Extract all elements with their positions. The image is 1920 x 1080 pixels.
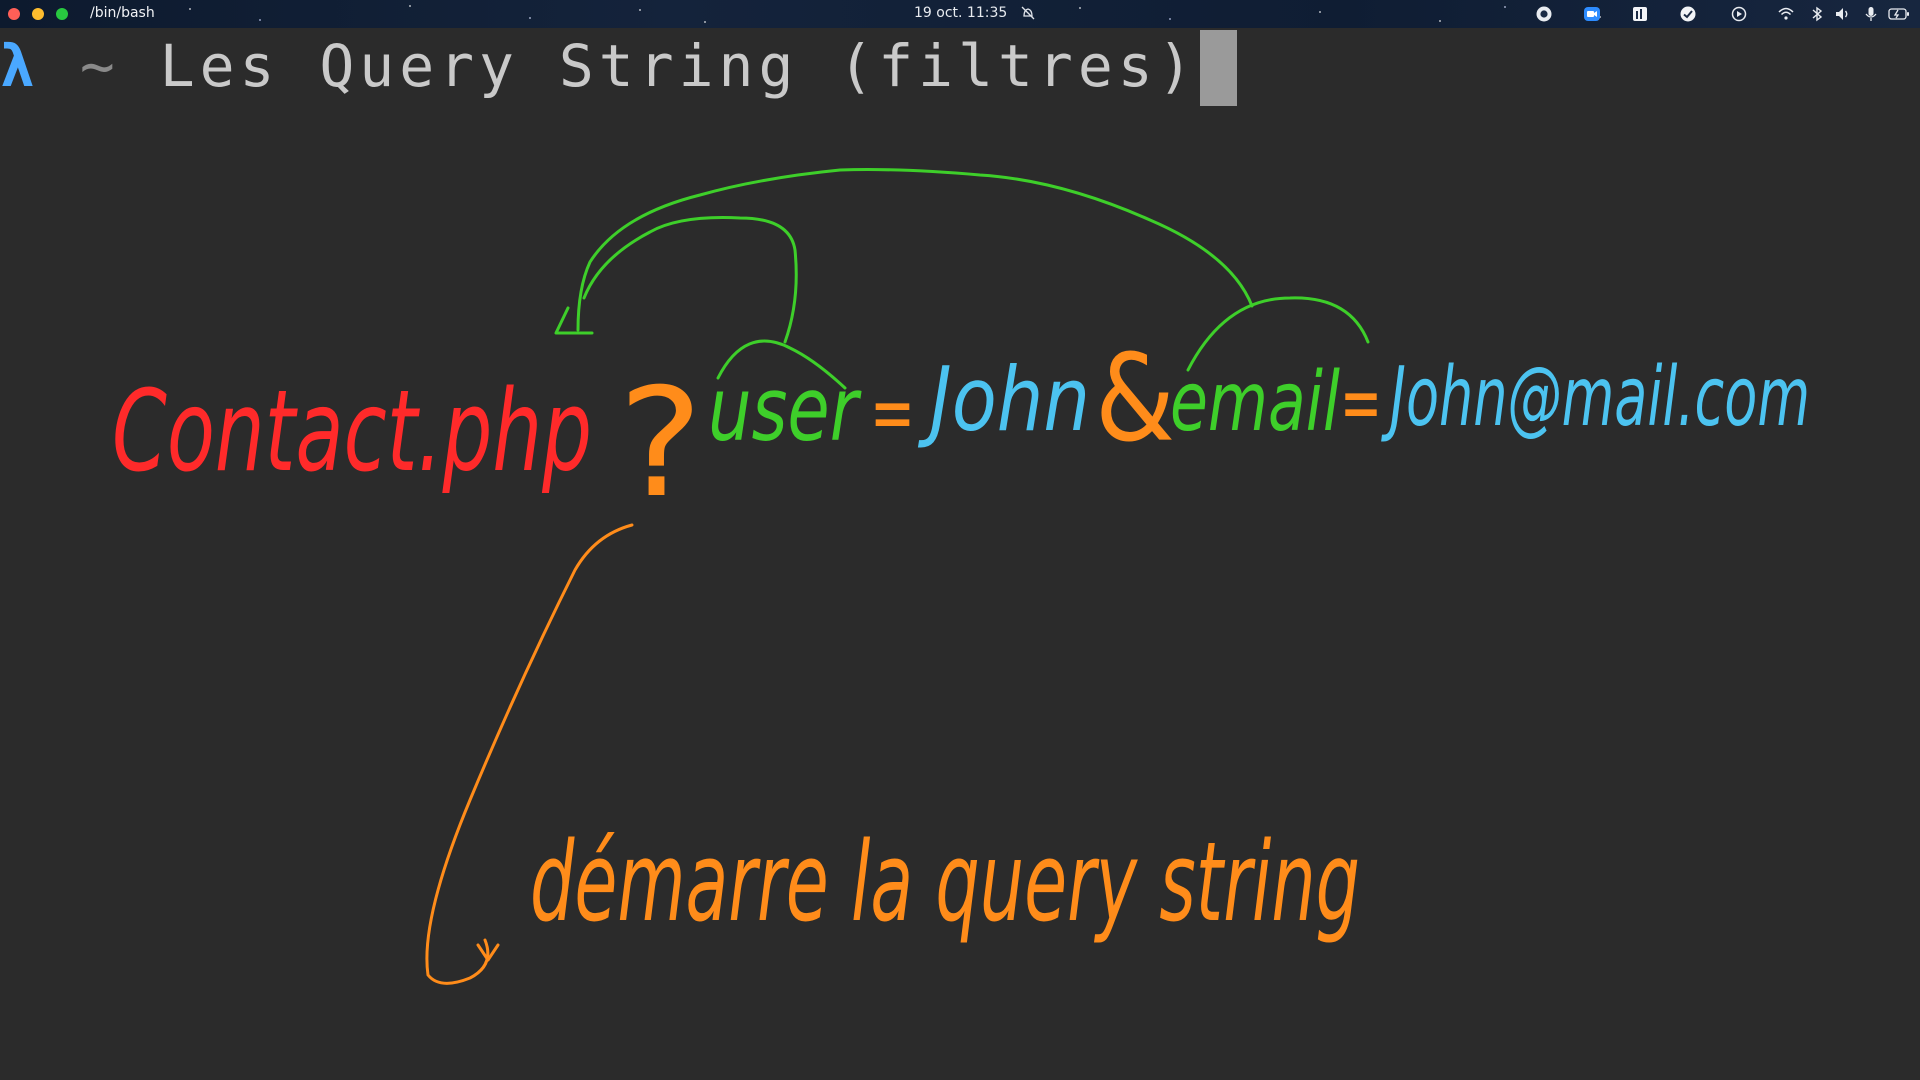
arrow-email-to-separator bbox=[1186, 296, 1370, 372]
arrow-user-loop bbox=[582, 216, 798, 344]
volume-icon[interactable] bbox=[1834, 5, 1852, 23]
minimize-window-button[interactable] bbox=[32, 8, 44, 20]
arrow-user-to-separator bbox=[716, 339, 847, 390]
prompt-lambda-symbol: λ bbox=[0, 32, 40, 100]
bluetooth-icon[interactable] bbox=[1808, 5, 1826, 23]
param2-equals-label: = bbox=[1340, 356, 1382, 449]
terminal-prompt-line[interactable]: λ ~ Les Query String (filtres) bbox=[0, 30, 1237, 106]
arrow-email-loop bbox=[576, 168, 1254, 332]
settings-icon[interactable] bbox=[1730, 5, 1748, 23]
prompt-cwd: ~ bbox=[79, 32, 120, 100]
query-separator-label: ? bbox=[618, 357, 703, 531]
terminal-cursor bbox=[1199, 30, 1237, 106]
do-not-disturb-off-icon[interactable] bbox=[1020, 5, 1036, 21]
screen-record-icon[interactable] bbox=[1535, 5, 1553, 23]
green-arrows bbox=[554, 168, 1370, 390]
maximize-window-button[interactable] bbox=[56, 8, 68, 20]
ampersand-label: & bbox=[1095, 330, 1175, 469]
page-name-label: Contact.php bbox=[112, 367, 592, 497]
stats-icon[interactable] bbox=[1631, 5, 1649, 23]
terminal-command-text: Les Query String (filtres) bbox=[159, 32, 1198, 100]
param1-key-label: user bbox=[708, 358, 862, 461]
menu-bar: /bin/bash 19 oct. 11:35 bbox=[0, 0, 1920, 28]
window-title: /bin/bash bbox=[90, 5, 155, 21]
query-string-note: démarre la query string bbox=[530, 818, 1360, 946]
param1-value-label: John bbox=[917, 348, 1090, 451]
arrow-head bbox=[554, 306, 594, 335]
param2-key-label: email bbox=[1170, 355, 1340, 450]
wifi-icon[interactable] bbox=[1777, 5, 1795, 23]
param1-equals-label: = bbox=[870, 366, 915, 459]
microphone-icon[interactable] bbox=[1862, 5, 1880, 23]
menu-clock[interactable]: 19 oct. 11:35 bbox=[914, 5, 1008, 21]
param2-value-label: John@mail.com bbox=[1381, 350, 1810, 445]
orange-arrow bbox=[425, 523, 634, 985]
zoom-icon[interactable] bbox=[1583, 5, 1601, 23]
battery-icon[interactable] bbox=[1888, 5, 1910, 23]
checkmark-icon[interactable] bbox=[1679, 5, 1697, 23]
close-window-button[interactable] bbox=[8, 8, 20, 20]
